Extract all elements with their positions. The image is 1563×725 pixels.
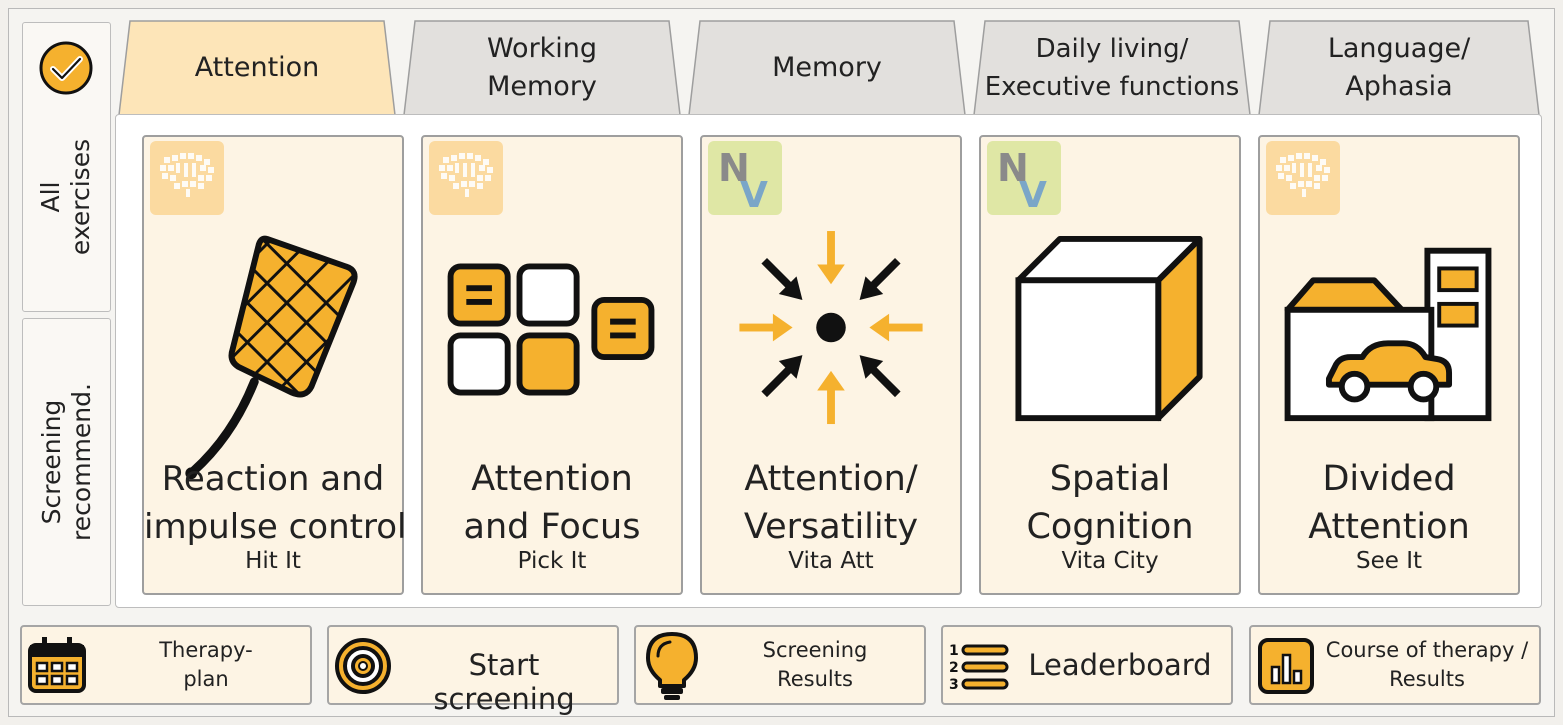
tab-language-label: Language/ Aphasia — [1327, 33, 1471, 102]
exercise-card-reaction[interactable]: Reaction and impulse control Hit It — [142, 135, 407, 595]
tiles-icon — [447, 263, 655, 396]
fly-swatter-icon — [185, 235, 358, 480]
nv-logo-icon: N V — [987, 141, 1061, 216]
check-circle-icon — [39, 41, 93, 95]
tab-attention-label: Attention — [194, 52, 320, 83]
tab-working-memory-label: Working Memory — [486, 33, 598, 102]
card-title: Reaction and impulse control — [144, 459, 407, 547]
exercise-card-versatility[interactable]: N V Attention/ Versatility Vita Att — [700, 135, 962, 595]
svg-text:N: N — [718, 146, 750, 190]
tab-memory[interactable]: Memory — [688, 20, 966, 116]
card-title: Divided Attention — [1308, 459, 1470, 547]
side-tab-screening-recommend[interactable]: Screening recommend. — [22, 318, 111, 606]
leaderboard-button[interactable]: 1 2 3 Leaderboard — [941, 625, 1233, 705]
brain-logo-icon — [429, 141, 503, 215]
course-results-label: Course of therapy / Results — [1325, 638, 1529, 691]
side-tab-all-exercises-label: All exercises — [36, 138, 96, 256]
therapy-plan-label: Therapy- plan — [159, 638, 253, 691]
course-results-button[interactable]: Course of therapy / Results — [1249, 625, 1541, 705]
tab-daily-living[interactable]: Daily living/ Executive functions — [973, 20, 1251, 116]
tab-daily-living-label: Daily living/ Executive functions — [984, 34, 1240, 102]
exercise-card-divided[interactable]: Divided Attention See It — [1258, 135, 1520, 595]
side-tab-screening-label: Screening recommend. — [36, 383, 96, 541]
exercise-card-spatial[interactable]: N V Spatial Cognition Vita City — [979, 135, 1241, 595]
svg-text:1: 1 — [949, 643, 959, 659]
calendar-icon — [28, 637, 86, 693]
car-house-icon — [1284, 247, 1492, 422]
svg-text:N: N — [997, 146, 1029, 190]
cube-icon — [1015, 235, 1203, 422]
card-title: Attention and Focus — [463, 459, 641, 547]
tab-working-memory[interactable]: Working Memory — [403, 20, 681, 116]
card-subtitle: See It — [1355, 548, 1422, 574]
card-subtitle: Vita City — [1061, 548, 1159, 574]
card-subtitle: Pick It — [517, 548, 587, 574]
svg-text:2: 2 — [949, 660, 959, 676]
svg-text:V: V — [740, 175, 768, 215]
brain-logo-icon — [150, 141, 224, 215]
exercise-card-attention-focus[interactable]: Attention and Focus Pick It — [421, 135, 683, 595]
card-subtitle: Vita Att — [788, 548, 874, 574]
card-title: Spatial Cognition — [1026, 459, 1194, 547]
focus-arrows-icon — [739, 231, 923, 425]
card-title: Attention/ Versatility — [743, 459, 919, 547]
svg-text:3: 3 — [949, 677, 959, 693]
leaderboard-label: Leaderboard — [1028, 648, 1212, 682]
side-tab-all-exercises[interactable]: All exercises — [22, 22, 111, 312]
brain-logo-icon — [1266, 141, 1340, 215]
tab-memory-label: Memory — [772, 52, 882, 83]
bar-chart-icon — [1258, 638, 1314, 694]
tab-attention[interactable]: Attention — [118, 20, 396, 116]
ranked-list-icon: 1 2 3 — [949, 643, 1009, 693]
tab-language-aphasia[interactable]: Language/ Aphasia — [1258, 20, 1540, 116]
therapy-plan-button[interactable]: Therapy- plan — [20, 625, 312, 705]
svg-text:V: V — [1019, 175, 1047, 215]
screening-results-label: Screening Results — [762, 638, 868, 691]
nv-logo-icon: N V — [708, 141, 782, 216]
target-icon — [335, 638, 391, 694]
lightbulb-icon — [646, 632, 698, 700]
card-subtitle: Hit It — [245, 548, 301, 574]
screening-results-button[interactable]: Screening Results — [634, 625, 926, 705]
start-screening-button[interactable]: Start screening — [327, 625, 619, 716]
start-screening-label: Start screening — [433, 648, 575, 716]
